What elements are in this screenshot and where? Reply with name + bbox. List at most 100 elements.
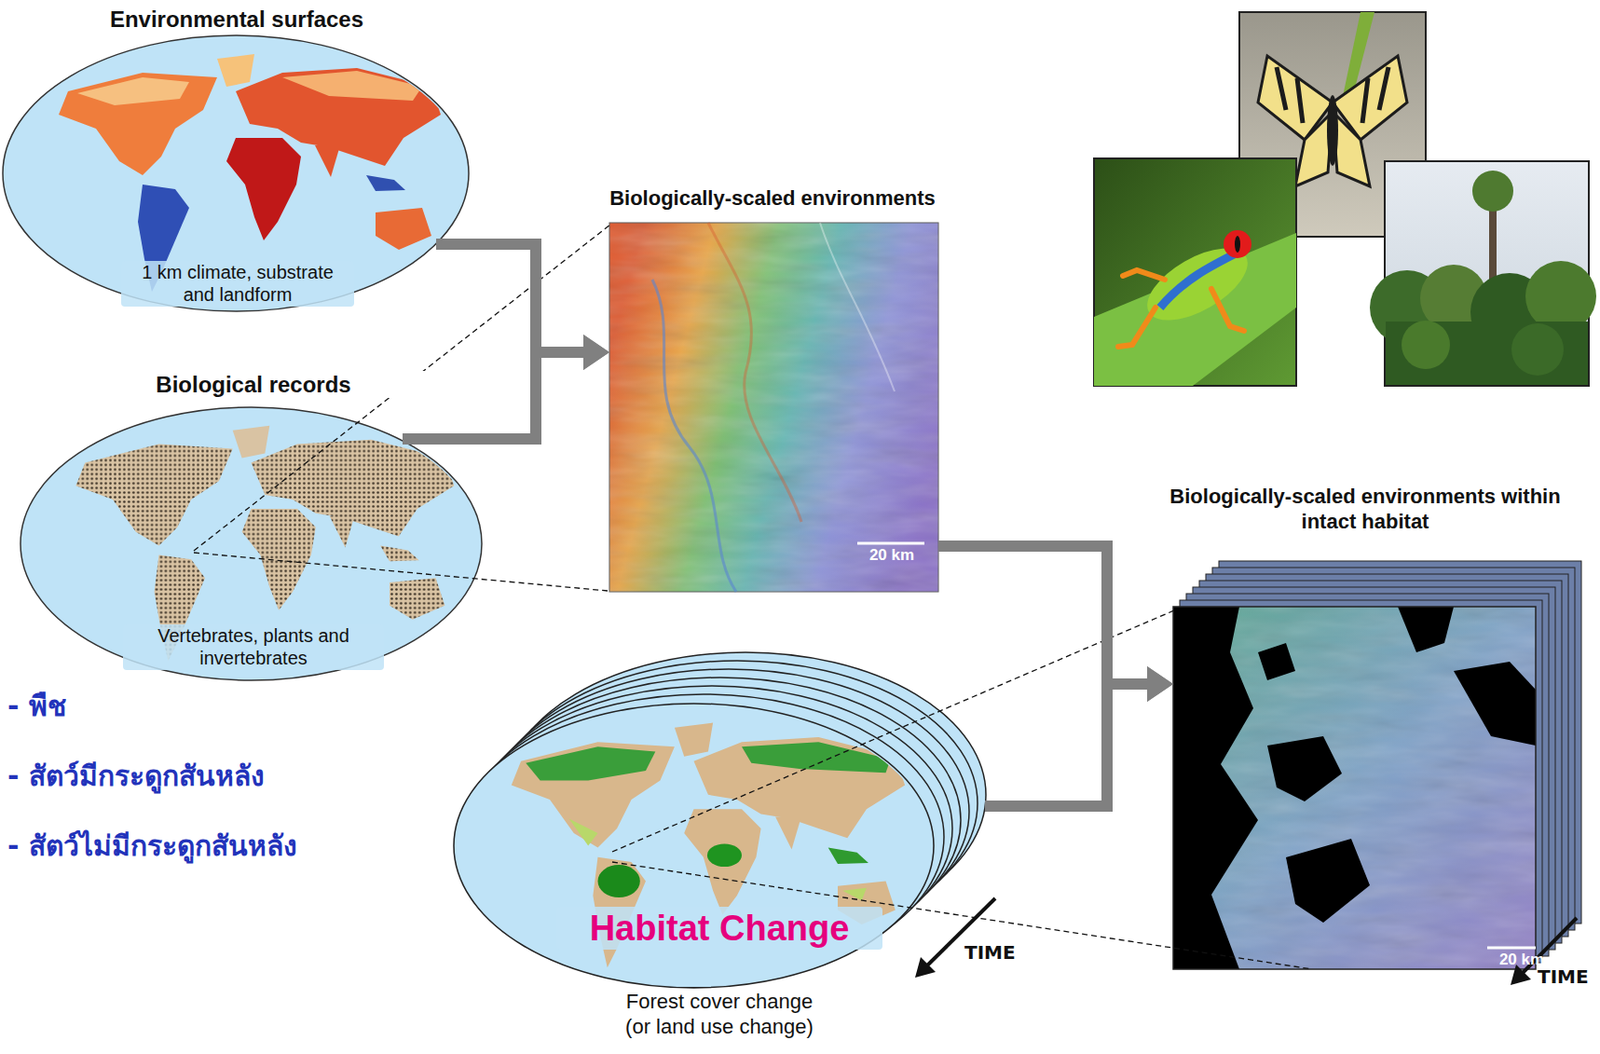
- forest-photo-part: [1472, 170, 1514, 212]
- environment-globe-part-part: [226, 137, 301, 241]
- forest-globe-stack-part-part: [453, 703, 934, 988]
- records-globe-part: [20, 407, 482, 681]
- frog-photo-part: [1160, 251, 1240, 308]
- environment-globe-part-part: [217, 54, 255, 87]
- time-label: TIME: [964, 941, 1016, 964]
- frog-photo-part: [1094, 232, 1297, 386]
- habitat-map-stack-part-part: [1285, 838, 1370, 923]
- forest-globe-stack-part-part: [511, 723, 905, 969]
- connector-line: [984, 683, 1151, 807]
- arrow-head: [583, 334, 610, 370]
- environment-globe-part-part: [58, 72, 218, 176]
- records-globe-part-part: [389, 577, 445, 620]
- habitat-map-stack-part: [1173, 606, 1536, 970]
- taxon-label: - สัตว์ไม่มีกระดูกสันหลัง: [7, 829, 298, 863]
- habitat-map-stack-part: [1173, 606, 1536, 970]
- leader-line-part: [193, 552, 608, 591]
- habitat-map-stack-part-part: [1453, 661, 1536, 746]
- leader-line-part: [612, 610, 1175, 852]
- forest-globe-stack-part-part-part: [525, 746, 656, 780]
- habitat-map-stack: [1173, 560, 1582, 985]
- records-globe-part-part: [242, 508, 316, 611]
- arrow-head: [583, 334, 610, 370]
- habitat-change-panel: Habitat ChangeForest cover change (or la…: [451, 642, 985, 1044]
- environment-map-part: [652, 279, 737, 592]
- environment-panel: Environmental surfaces 1 km climate, subs…: [0, 5, 474, 314]
- forest-globe-stack-part-part-part: [511, 741, 675, 848]
- records-globe-part-part: [75, 444, 233, 547]
- forest-globe-stack-part-part-part: [707, 843, 742, 867]
- forest-photo-part: [1401, 320, 1450, 370]
- habitat-map-panel: Biologically-scaled environments within …: [1155, 484, 1594, 974]
- environment-globe-part: [58, 54, 441, 292]
- forest-globe-stack-part-part-part: [828, 847, 869, 865]
- records-globe: [20, 407, 482, 681]
- forest-photo-part: [1525, 260, 1597, 332]
- forest-globe-stack-part-part-part: [741, 741, 891, 773]
- panel-caption: Forest cover change (or land use change): [607, 989, 832, 1040]
- frog-photo-part: [1094, 158, 1297, 386]
- habitat-map-stack-part: [1487, 946, 1536, 950]
- environment-globe-part-part: [314, 145, 341, 178]
- frog-photo-part: [1234, 235, 1241, 253]
- habitat-map-stack-part-part: [1267, 736, 1342, 802]
- forest-globe-stack-part: [453, 703, 934, 988]
- records-globe-part-part: [232, 425, 271, 459]
- forest-globe-stack-part-part-part: [683, 808, 761, 915]
- butterfly-photo-part: [1326, 95, 1339, 166]
- flow-connector: [984, 666, 1174, 807]
- records-globe-part-part: [329, 516, 356, 548]
- environment-globe: [2, 35, 469, 312]
- time-label: TIME: [1537, 965, 1589, 988]
- environment-map-part: [820, 222, 895, 392]
- habitat-map-stack-part-part: [1258, 642, 1296, 681]
- forest-globe-stack-part-part-part: [674, 723, 713, 757]
- panel-caption: 1 km climate, substrate and landform: [121, 260, 355, 307]
- panel-heading: Biological records: [20, 370, 487, 398]
- forest-globe-stack-part-part-part: [842, 888, 867, 901]
- records-globe-part-part: [380, 546, 420, 562]
- environment-globe-part: [2, 35, 469, 312]
- panel-heading: Environmental surfaces: [0, 5, 474, 33]
- environment-globe-part-part: [366, 175, 406, 192]
- flow-connector: [938, 546, 1174, 702]
- forest-globe-stack-part: [915, 957, 936, 978]
- habitat-map-stack-part-part: [1173, 606, 1536, 970]
- environment-map: [609, 222, 939, 592]
- environment-map-part: [609, 222, 939, 592]
- panel-heading: Biologically-scaled environments: [567, 186, 978, 212]
- flow-connector: [436, 244, 610, 370]
- panel-heading: Habitat Change: [556, 906, 883, 950]
- forest-photo-part: [1385, 321, 1588, 385]
- forest-globe-stack-part-part-part: [598, 864, 641, 898]
- panel-heading: Biologically-scaled environments within …: [1155, 484, 1575, 535]
- habitat-map-stack-part-part: [1173, 606, 1536, 970]
- forest-photo-part: [1511, 323, 1564, 376]
- habitat-map-stack-part-part: [1397, 606, 1454, 653]
- environment-globe-part-part: [282, 70, 423, 101]
- scale-label: 20 km: [859, 546, 925, 566]
- arrow-head: [1147, 666, 1174, 702]
- environment-globe-part-part: [77, 77, 190, 106]
- habitat-map-stack-part-part: [1173, 606, 1259, 970]
- frog-photo-part: [1223, 230, 1252, 259]
- environment-globe-part-part: [375, 207, 432, 250]
- forest-photo: [1369, 161, 1597, 386]
- frog-photo: [1094, 158, 1297, 386]
- connector-line: [436, 244, 588, 353]
- arrow-head: [1147, 666, 1174, 702]
- forest-globe-stack: [453, 652, 996, 988]
- environment-map-part: [857, 542, 925, 546]
- environment-map-part: [609, 222, 939, 592]
- environment-map-panel: Biologically-scaled environments 20 km: [567, 186, 978, 597]
- taxon-label: - พืช: [7, 689, 67, 724]
- forest-globe-stack-part-part-part: [775, 817, 802, 850]
- forest-globe-stack-part-part-part: [569, 819, 599, 847]
- connector-line: [938, 546, 1151, 684]
- leader-line: [193, 224, 1313, 970]
- frog-photo-part: [1118, 270, 1245, 347]
- taxon-label: - สัตว์มีกระดูกสันหลัง: [7, 759, 265, 794]
- panel-caption: Vertebrates, plants and invertebrates: [123, 624, 384, 671]
- environment-map-part: [708, 222, 802, 522]
